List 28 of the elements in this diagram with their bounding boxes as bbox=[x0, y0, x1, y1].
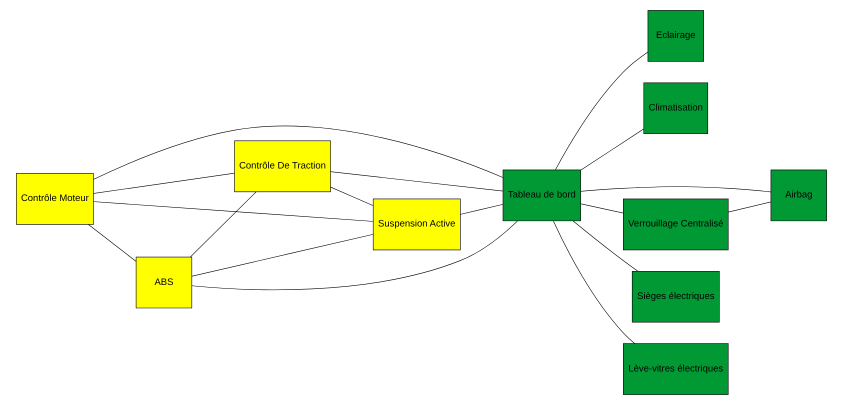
connector bbox=[190, 192, 256, 258]
connector bbox=[580, 128, 644, 170]
connector bbox=[728, 202, 771, 212]
connector bbox=[191, 234, 373, 276]
connector bbox=[554, 52, 648, 170]
node-box: Climatisation bbox=[642, 82, 708, 134]
connector bbox=[460, 204, 503, 215]
node-box: Suspension Active bbox=[372, 198, 460, 250]
node-box: Contrôle Moteur bbox=[16, 173, 94, 225]
connector bbox=[92, 201, 373, 222]
node-box: Airbag bbox=[770, 170, 826, 222]
node-box: Verrouillage Centralisé bbox=[622, 198, 728, 250]
node-box: Sièges électriques bbox=[631, 270, 720, 323]
connector bbox=[580, 203, 624, 214]
connector bbox=[92, 172, 234, 194]
connector bbox=[330, 171, 503, 192]
connector bbox=[191, 220, 518, 290]
node-box: Contrôle De Traction bbox=[234, 140, 330, 192]
connector bbox=[572, 220, 638, 272]
connector bbox=[580, 186, 771, 192]
node-box: ABS bbox=[135, 256, 192, 308]
connector bbox=[552, 220, 634, 344]
connector bbox=[88, 224, 136, 262]
connector bbox=[330, 186, 373, 206]
node-box: Eclairage bbox=[647, 10, 704, 62]
node-box: Tableau de bord bbox=[502, 170, 580, 222]
connector bbox=[92, 126, 503, 180]
node-box: Lève-vitres électriques bbox=[622, 343, 728, 395]
